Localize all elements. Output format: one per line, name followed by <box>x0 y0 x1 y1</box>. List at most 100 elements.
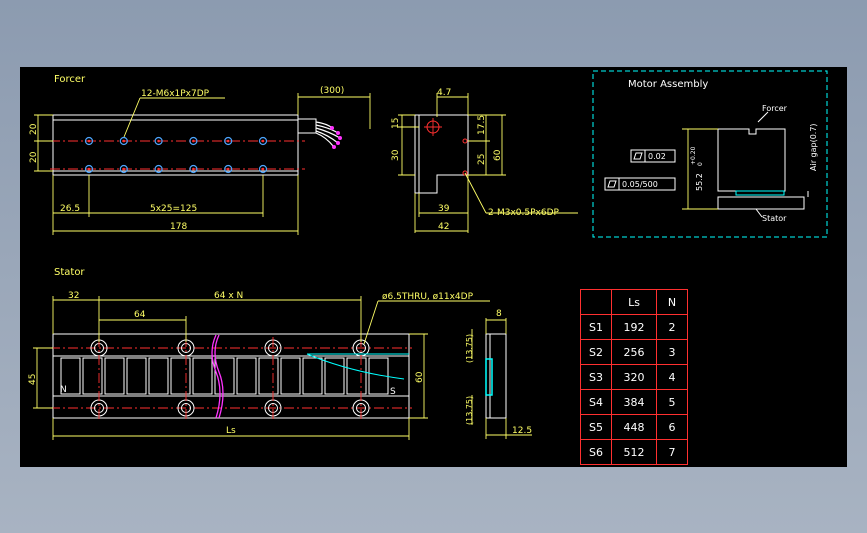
table-cell: S6 <box>580 439 612 465</box>
forcer-hole-group <box>84 136 268 174</box>
table-cell: 4 <box>656 364 688 390</box>
cad-drawing-canvas: Forcer 12-M6x1Px7DP (300) 20 <box>20 67 847 467</box>
assembly-forcer-label: Forcer <box>762 104 788 113</box>
end-dim-bottom: (13.75) <box>465 396 474 425</box>
side-dim-39: 39 <box>438 204 450 214</box>
stator-pole-s: S <box>390 387 396 397</box>
forcer-hole-center <box>157 139 160 143</box>
assembly-tol-plus: +0.20 <box>690 146 697 165</box>
forcer-title: Forcer <box>54 74 86 85</box>
side-dim-25: 25 <box>477 154 487 165</box>
forcer-dim-pitch: 5x25=125 <box>150 204 197 214</box>
forcer-side-view: 4.7 15 30 17.5 25 60 39 42 2-M3x0.5Px6DP <box>391 88 578 233</box>
stator-hole-note: ø6.5THRU, ø11x4DP <box>382 292 474 302</box>
assembly-parallelism: 0.05/500 <box>622 180 658 189</box>
flatness-symbol <box>633 152 643 160</box>
forcer-hole-center <box>122 167 126 171</box>
stator-view: Stator N S 32 64 x N 64 ø6.5THRU, ø11x4D… <box>28 267 490 440</box>
stator-dim-ls: Ls <box>226 426 236 436</box>
table-cell: S1 <box>580 314 612 340</box>
stator-magnet <box>82 357 103 395</box>
stator-dim-64-n: 64 x N <box>214 291 243 301</box>
table-cell: S4 <box>580 389 612 415</box>
side-dim-15: 15 <box>391 118 401 129</box>
forcer-hole-center <box>261 167 265 171</box>
parallelism-symbol <box>607 180 617 188</box>
table-cell: S2 <box>580 339 612 365</box>
forcer-hole-center <box>87 139 91 143</box>
stator-magnet <box>214 357 235 395</box>
assembly-forcer <box>717 128 786 192</box>
assembly-height: 55.2 <box>695 173 704 191</box>
stator-dim-32: 32 <box>68 291 79 301</box>
forcer-tapped-hole <box>258 164 268 174</box>
forcer-hole-center <box>122 139 126 143</box>
stator-magnet <box>170 357 191 395</box>
side-dim-60: 60 <box>493 149 503 161</box>
stator-magnet-group <box>60 357 389 395</box>
forcer-hole-center <box>226 167 230 171</box>
forcer-tapped-hole <box>84 164 94 174</box>
forcer-tapped-hole <box>224 136 233 146</box>
stator-hole-group <box>90 337 370 419</box>
forcer-cable <box>297 118 342 149</box>
side-thread-note: 2-M3x0.5Px6DP <box>488 208 560 218</box>
forcer-dim-left-bottom: 20 <box>29 151 39 163</box>
stator-hole-leader <box>363 300 379 345</box>
stator-magnet <box>280 357 301 395</box>
table-cell: S3 <box>580 364 612 390</box>
forcer-tapped-hole <box>224 164 233 174</box>
stator-magnet <box>126 357 147 395</box>
end-dim-8: 8 <box>496 309 502 319</box>
thread-leader <box>464 172 487 214</box>
stator-magnet <box>302 357 323 395</box>
forcer-tapped-hole <box>189 136 198 146</box>
table-cell: 7 <box>656 439 688 465</box>
stator-break-line <box>211 334 221 419</box>
parallelism-frame <box>604 177 676 191</box>
forcer-hole-center <box>226 139 230 143</box>
stator-pole-n: N <box>60 385 67 395</box>
stator-dim-64: 64 <box>134 310 146 320</box>
forcer-tapped-hole <box>154 136 163 146</box>
stator-magnet <box>324 357 345 395</box>
stator-title: Stator <box>54 267 85 278</box>
cable-length-label: (300) <box>320 86 344 96</box>
stator-magnet <box>60 357 81 395</box>
stator-section-curve <box>306 353 405 380</box>
stator-magnet <box>236 357 257 395</box>
forcer-hole-center <box>87 167 91 171</box>
assembly-title: Motor Assembly <box>628 79 708 90</box>
stator-magnet <box>368 357 389 395</box>
end-view-magnet <box>485 358 493 396</box>
table-header-cell: N <box>656 289 688 315</box>
stator-dim-45: 45 <box>28 374 38 385</box>
stator-magnet <box>346 357 367 395</box>
forcer-hole-note: 12-M6x1Px7DP <box>141 89 210 99</box>
end-view-body <box>485 333 507 419</box>
table-cell: 192 <box>611 314 657 340</box>
motor-assembly-panel: Motor Assembly Forcer Stator Air gap(0.7… <box>592 70 828 238</box>
end-dim-12-5: 12.5 <box>512 426 532 436</box>
forcer-hole-center <box>192 139 195 143</box>
forcer-tapped-hole <box>119 164 128 174</box>
assembly-stator-label: Stator <box>762 214 787 223</box>
forcer-dim-start: 26.5 <box>60 204 80 214</box>
assembly-magnet <box>735 190 785 196</box>
table-cell: 3 <box>656 339 688 365</box>
forcer-dim-total: 178 <box>170 222 187 232</box>
forcer-tapped-hole <box>189 164 198 174</box>
table-cell: 512 <box>611 439 657 465</box>
hole-leader <box>123 97 141 138</box>
table-cell: 384 <box>611 389 657 415</box>
side-dim-17-5: 17.5 <box>477 115 487 135</box>
forcer-tapped-hole <box>258 136 268 146</box>
forcer-tapped-hole <box>154 164 163 174</box>
